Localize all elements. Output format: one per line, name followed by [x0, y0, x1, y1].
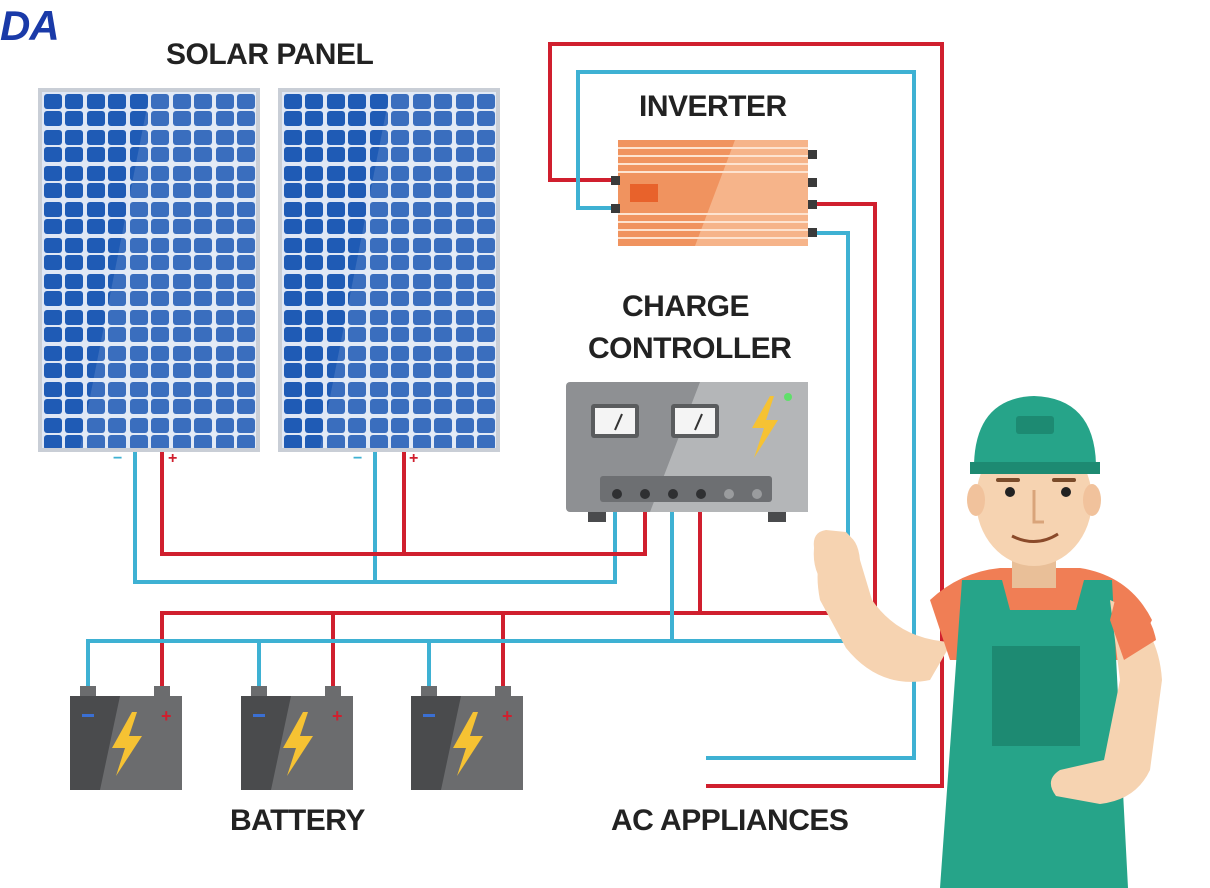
brand-logo: DA — [0, 2, 60, 49]
charge-controller — [566, 382, 808, 522]
ac-positive-wire — [548, 42, 944, 788]
svg-text:+: + — [502, 706, 513, 726]
lightning-bolt-icon — [453, 712, 483, 776]
status-light-icon — [784, 393, 792, 401]
label-inverter: INVERTER — [639, 90, 787, 123]
svg-text:+: + — [332, 706, 343, 726]
panel2-plus-marker: + — [409, 450, 418, 467]
lightning-bolt-icon — [112, 712, 142, 776]
panel1-minus-marker: − — [113, 450, 122, 467]
label-solar-panel: SOLAR PANEL — [166, 38, 374, 71]
battery-3: + — [411, 686, 523, 790]
lightning-bolt-icon — [283, 712, 313, 776]
ac-negative-wire — [576, 70, 916, 760]
solar-panel-1 — [38, 88, 260, 452]
svg-text:+: + — [161, 706, 172, 726]
label-charge-controller-line1: CHARGE — [622, 290, 750, 323]
gauge-icon — [671, 404, 719, 438]
panel1-plus-marker: + — [168, 450, 177, 467]
battery-2: + — [241, 686, 353, 790]
solar-panel-2 — [278, 88, 500, 452]
gauge-icon — [591, 404, 639, 438]
label-battery: BATTERY — [230, 804, 365, 837]
panel2-minus-marker: − — [353, 450, 362, 467]
label-charge-controller-line2: CONTROLLER — [588, 332, 792, 365]
lightning-bolt-icon — [752, 396, 778, 458]
battery-1: + — [70, 686, 182, 790]
inverter — [611, 140, 817, 246]
label-ac-appliances: AC APPLIANCES — [611, 804, 849, 837]
inverter-display — [630, 184, 658, 202]
worker-illustration — [813, 396, 1162, 888]
